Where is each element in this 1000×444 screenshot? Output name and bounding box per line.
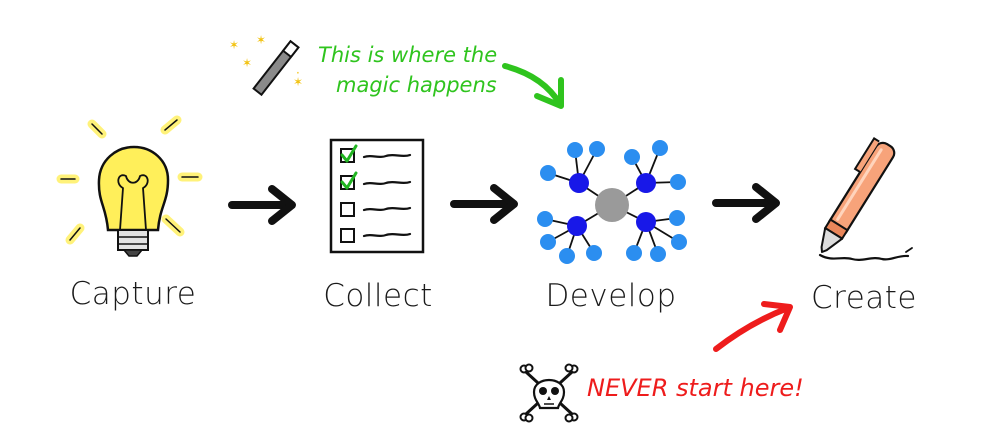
svg-text:✶: ✶ bbox=[242, 56, 252, 70]
network-graph-icon bbox=[537, 140, 687, 264]
flow-arrow-2 bbox=[450, 184, 518, 224]
red-arrow-icon bbox=[713, 301, 793, 352]
svg-text:✶: ✶ bbox=[256, 33, 266, 47]
lightbulb-icon bbox=[56, 115, 203, 257]
magic-note-line-2: magic happens bbox=[336, 73, 497, 97]
flow-arrow-1 bbox=[228, 185, 296, 225]
checklist-icon bbox=[329, 138, 425, 254]
svg-text:✶: ✶ bbox=[229, 38, 239, 52]
svg-text:✶: ✶ bbox=[293, 75, 303, 89]
stage-label-develop: Develop bbox=[545, 278, 676, 314]
stage-label-capture: Capture bbox=[70, 276, 197, 312]
pen-icon bbox=[818, 136, 913, 261]
flow-arrow-3 bbox=[712, 183, 780, 223]
stage-label-collect: Collect bbox=[323, 278, 433, 314]
svg-text:·: · bbox=[296, 66, 300, 80]
green-arrow-icon bbox=[502, 63, 564, 109]
magic-annotation: This is where the magic happens bbox=[318, 43, 564, 109]
stage-label-create: Create bbox=[811, 280, 917, 316]
magic-wand-icon: ✶ ✶ ✶ ✶ · bbox=[229, 33, 303, 97]
skull-crossbones-icon bbox=[519, 363, 579, 423]
never-start-note: NEVER start here! bbox=[587, 374, 804, 402]
magic-note-line-1: This is where the bbox=[318, 43, 497, 67]
